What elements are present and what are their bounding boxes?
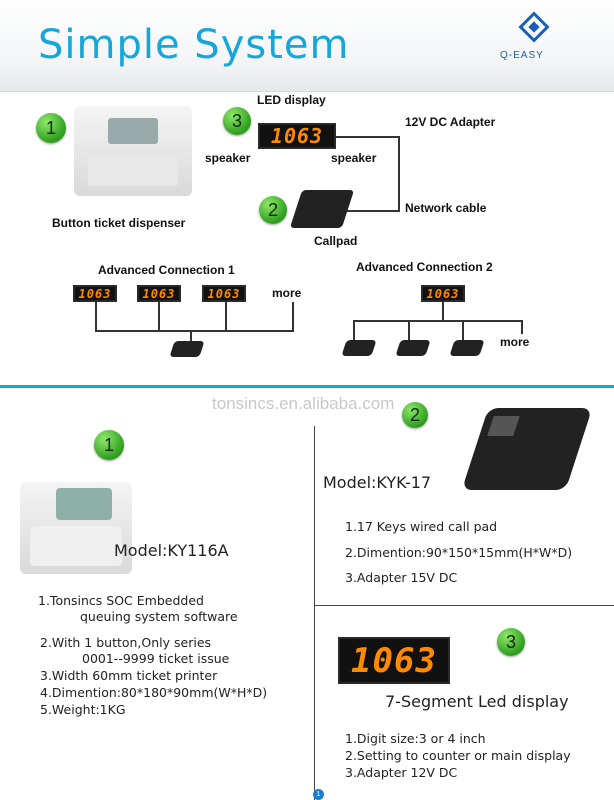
connector-line bbox=[225, 302, 227, 331]
ticket-dispenser-image bbox=[74, 106, 192, 196]
product-3-title: 7-Segment Led display bbox=[385, 692, 569, 711]
callpad-image-small bbox=[341, 340, 377, 356]
adapter-label: 12V DC Adapter bbox=[405, 115, 496, 129]
connector-line bbox=[442, 302, 444, 321]
led-display: 1063 bbox=[258, 123, 336, 149]
callpad-image-small bbox=[169, 341, 205, 357]
product-1-spec: 4.Dimention:80*180*90mm(W*H*D) bbox=[40, 685, 268, 700]
more-label-1: more bbox=[272, 286, 302, 300]
connector-line bbox=[292, 302, 294, 331]
badge-3: 3 bbox=[223, 107, 251, 135]
product-2-spec: 3.Adapter 15V DC bbox=[345, 570, 458, 585]
connector-line bbox=[521, 320, 523, 334]
watermark: tonsincs.en.alibaba.com bbox=[212, 394, 395, 413]
product-3-spec: 2.Setting to counter or main display bbox=[345, 748, 571, 763]
section-divider bbox=[0, 385, 614, 388]
product-2-badge: 2 bbox=[402, 402, 428, 428]
led-display-large: 1063 bbox=[338, 637, 450, 684]
network-cable-vertical bbox=[398, 136, 400, 212]
connector-line bbox=[158, 302, 160, 331]
product-3-spec: 1.Digit size:3 or 4 inch bbox=[345, 731, 486, 746]
header-banner bbox=[0, 0, 614, 92]
badge-1: 1 bbox=[36, 113, 66, 143]
speaker-left-label: speaker bbox=[205, 151, 251, 165]
advanced-connection-1-title: Advanced Connection 1 bbox=[98, 263, 235, 277]
product-3-spec: 3.Adapter 12V DC bbox=[345, 765, 458, 780]
product-1-spec: 2.With 1 button,Only series bbox=[40, 635, 212, 650]
product-2-model: Model:KYK-17 bbox=[323, 473, 432, 492]
led-display-small: 1063 bbox=[137, 285, 181, 302]
callpad-image-large bbox=[461, 408, 593, 490]
product-1-spec: 1.Tonsincs SOC Embedded bbox=[38, 593, 204, 608]
led-display-small: 1063 bbox=[202, 285, 246, 302]
more-label-2: more bbox=[500, 335, 530, 349]
product-1-spec: 0001--9999 ticket issue bbox=[82, 651, 230, 666]
logo-text: Q-EASY bbox=[500, 50, 544, 61]
led-display-label: LED display bbox=[257, 93, 326, 107]
product-1-spec: 3.Width 60mm ticket printer bbox=[40, 668, 218, 683]
product-1-spec: 5.Weight:1KG bbox=[40, 702, 126, 717]
callpad-label: Callpad bbox=[314, 234, 358, 248]
badge-2: 2 bbox=[259, 196, 287, 224]
led-display-small: 1063 bbox=[73, 285, 117, 302]
product-1-spec: queuing system software bbox=[80, 609, 238, 624]
connector-line bbox=[408, 320, 410, 340]
ticket-printer-image bbox=[20, 482, 132, 574]
callpad-image-small bbox=[395, 340, 431, 356]
callpad-image-small bbox=[449, 340, 485, 356]
page-title: Simple System bbox=[38, 22, 350, 68]
connector-bus bbox=[353, 320, 523, 322]
led-display-small: 1063 bbox=[421, 285, 465, 302]
advanced-connection-2-title: Advanced Connection 2 bbox=[356, 260, 493, 274]
network-cable-label: Network cable bbox=[405, 201, 487, 215]
product-3-badge: 3 bbox=[497, 628, 525, 656]
product-2-spec: 2.Dimention:90*150*15mm(H*W*D) bbox=[345, 545, 573, 560]
page-indicator-icon: 1 bbox=[313, 789, 324, 800]
connector-line bbox=[190, 330, 192, 342]
dispenser-label: Button ticket dispenser bbox=[52, 216, 186, 230]
callpad-image bbox=[289, 190, 355, 228]
horizontal-divider bbox=[314, 605, 614, 606]
connector-line bbox=[462, 320, 464, 340]
connector-line bbox=[95, 302, 97, 331]
vertical-divider bbox=[314, 426, 315, 800]
product-1-model: Model:KY116A bbox=[114, 541, 229, 560]
adapter-cable bbox=[336, 136, 400, 138]
product-2-spec: 1.17 Keys wired call pad bbox=[345, 519, 498, 534]
speaker-right-label: speaker bbox=[331, 151, 377, 165]
connector-bus bbox=[95, 330, 294, 332]
network-cable-horizontal bbox=[346, 210, 400, 212]
product-1-badge: 1 bbox=[94, 430, 124, 460]
connector-line bbox=[353, 320, 355, 340]
